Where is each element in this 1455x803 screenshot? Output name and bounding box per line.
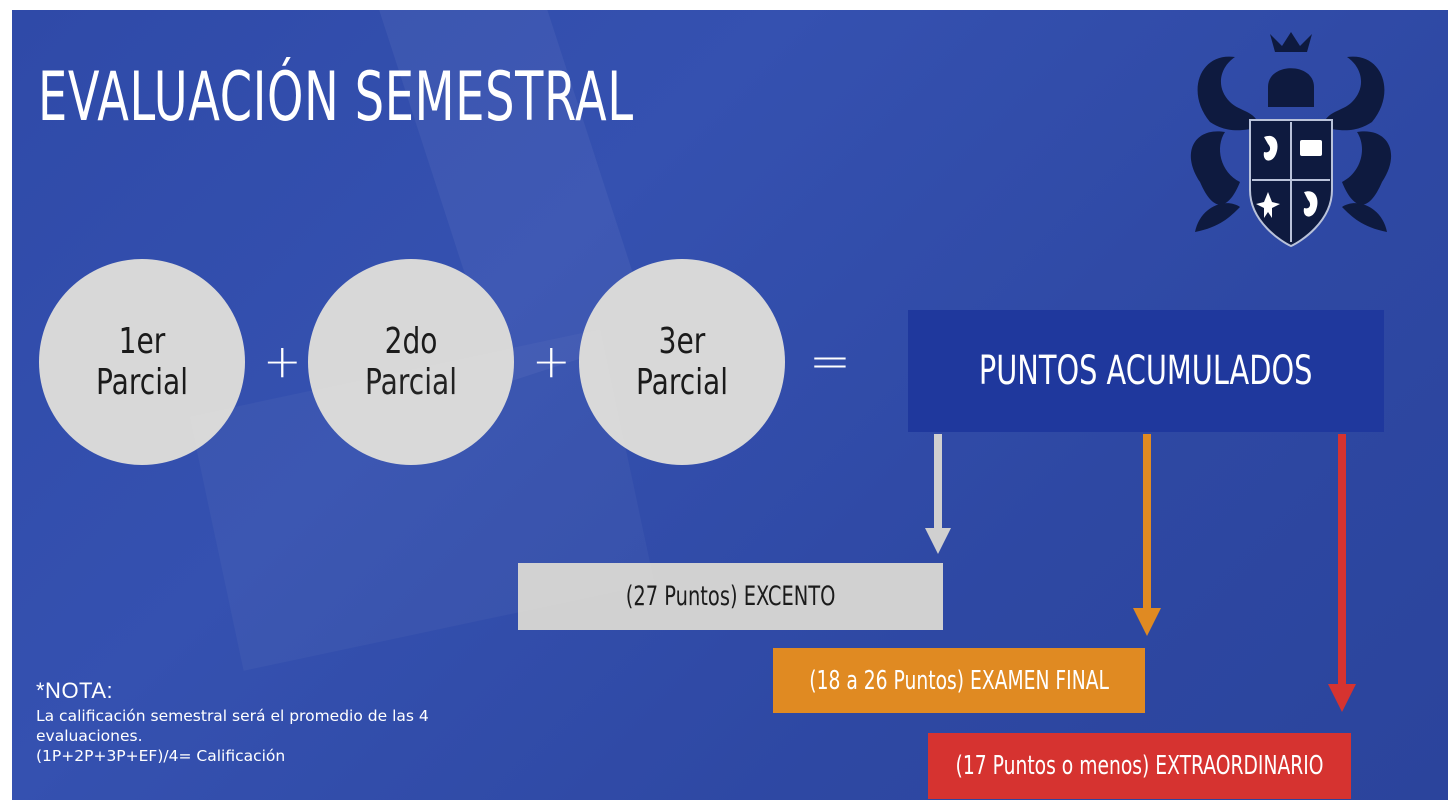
page-title: EVALUACIÓN SEMESTRAL [38,58,634,137]
equals-sign: = [809,332,851,390]
slide: EVALUACIÓN SEMESTRAL 1er Parcial [12,10,1448,800]
note-line: La calificación semestral será el promed… [36,707,429,725]
accumulated-points-label: PUNTOS ACUMULADOS [979,348,1313,394]
plus-sign: + [263,334,302,388]
outcome-examen-final-label: (18 a 26 Puntos) EXAMEN FINAL [809,665,1109,696]
term-label-1: 1er Parcial [95,320,189,403]
term-label-3: 3er Parcial [635,320,729,403]
outcome-extraordinario-label: (17 Puntos o menos) EXTRAORDINARIO [955,751,1324,781]
term-circle-1: 1er Parcial [39,259,245,465]
note-body: La calificación semestral será el promed… [36,706,576,766]
outcome-examen-final-box: (18 a 26 Puntos) EXAMEN FINAL [773,648,1145,713]
note-line: evaluaciones. [36,727,143,745]
note: *NOTA: La calificación semestral será el… [36,678,576,766]
note-formula: (1P+2P+3P+EF)/4= Calificación [36,747,286,765]
arrow-examen-final [1133,434,1161,636]
outcome-excento-box: (27 Puntos) EXCENTO [518,563,943,630]
note-title: *NOTA: [36,678,114,703]
outcome-excento-label: (27 Puntos) EXCENTO [625,581,836,612]
term-label-2: 2do Parcial [364,320,458,403]
crest-shield-icon [1190,32,1392,248]
term-circle-3: 3er Parcial [579,259,785,465]
arrow-extraordinario [1328,434,1356,712]
outcome-extraordinario-box: (17 Puntos o menos) EXTRAORDINARIO [928,733,1351,799]
arrow-excento [925,434,951,554]
term-circle-2: 2do Parcial [308,259,514,465]
accumulated-points-box: PUNTOS ACUMULADOS [908,310,1384,432]
plus-sign: + [532,334,571,388]
